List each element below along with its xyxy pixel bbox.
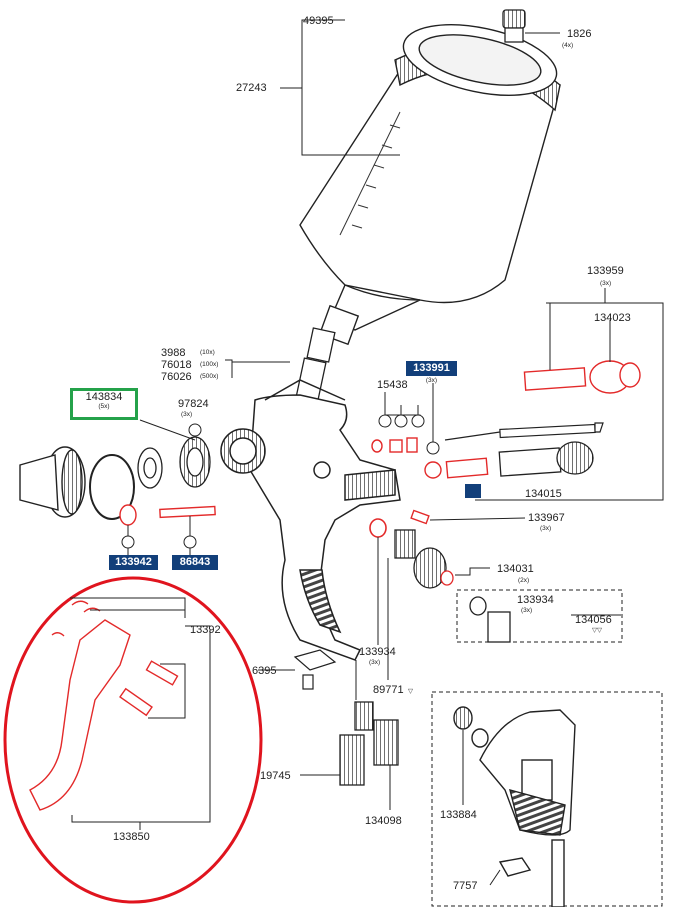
label-76018-qty: (100x): [200, 361, 218, 368]
label-97824: 97824: [178, 398, 209, 410]
label-133934-a: 133934: [517, 594, 554, 606]
tag-133991-number: 133991: [413, 362, 450, 374]
leader-lines: [70, 19, 664, 886]
label-134056: 134056: [575, 614, 612, 626]
tag-86843-number: 86843: [179, 556, 211, 568]
label-76018: 76018: [161, 359, 192, 371]
paint-cup: [299, 24, 561, 346]
part-labels: 49395 1826 (4x) 27243 133959 (3x) 134023…: [113, 15, 631, 892]
tag-86843: 86843: [172, 555, 218, 570]
tag-133991-qty: (3x): [425, 377, 438, 384]
label-1826-qty: (4x): [562, 42, 573, 49]
label-7757: 7757: [453, 880, 477, 892]
cup-vent-knob: [502, 9, 526, 43]
red-highlight-ellipse: [3, 576, 263, 904]
label-97824-qty: (3x): [181, 411, 192, 418]
red-parts-valve: [371, 437, 489, 479]
air-valve: [394, 529, 454, 589]
alt-handle: [453, 706, 576, 908]
label-134098: 134098: [365, 815, 402, 827]
kit-134056-box: [456, 589, 623, 643]
tag-133991: 133991 (3x): [406, 361, 457, 384]
label-15438: 15438: [377, 379, 408, 391]
red-parts-left: [119, 504, 216, 526]
label-133959: 133959: [587, 265, 624, 277]
label-49395: 49395: [303, 15, 334, 27]
label-76026-qty: (500x): [200, 373, 218, 380]
label-134056-mark: ▽▽: [592, 627, 603, 634]
label-3988-qty: (10x): [200, 349, 215, 356]
part-133934-ring: [369, 518, 387, 538]
retaining-ring: [179, 436, 211, 488]
dashed-box-parts: [469, 596, 511, 643]
needle-spring-134023: [523, 360, 641, 394]
air-inlet-134098: [373, 719, 399, 766]
cup-scale-marks: [339, 111, 401, 236]
label-134015: 134015: [525, 488, 562, 500]
label-133967-qty: (3x): [540, 525, 551, 532]
tag-square-marker: [465, 484, 481, 498]
label-133850: 133850: [113, 831, 150, 843]
label-13392x: 13392: [190, 624, 221, 636]
label-76026: 76026: [161, 371, 192, 383]
part-6395: [293, 649, 337, 690]
fluid-needle: [444, 422, 604, 441]
cup-adapter: [295, 327, 336, 403]
label-89771-mark: ▽: [408, 688, 414, 695]
tag-143834-number: 143834: [85, 391, 123, 403]
label-134031: 134031: [497, 563, 534, 575]
fluid-nozzle: [137, 447, 163, 489]
tag-143834-qty: (5x): [98, 403, 110, 410]
air-inlet-19745: [339, 734, 365, 786]
label-27243: 27243: [236, 82, 267, 94]
label-1826: 1826: [567, 28, 591, 40]
label-6395: 6395: [252, 665, 276, 677]
label-133967: 133967: [528, 512, 565, 524]
gun-body: [220, 379, 401, 661]
trigger-kit: [29, 600, 179, 811]
air-cap: [19, 446, 86, 518]
part-133967-red: [410, 509, 430, 525]
label-133884: 133884: [440, 809, 477, 821]
tag-143834: 143834 (5x): [70, 388, 138, 420]
alt-handle-box: [431, 691, 663, 907]
leader-circles: [121, 414, 440, 549]
label-89771: 89771: [373, 684, 404, 696]
fluid-knob-134015: [498, 441, 594, 477]
adapter-89771: [354, 701, 374, 731]
air-cap-ring: [89, 454, 135, 520]
label-133934-b-qty: (3x): [369, 659, 380, 666]
label-3988: 3988: [161, 347, 185, 359]
label-134023: 134023: [594, 312, 631, 324]
label-19745: 19745: [260, 770, 291, 782]
label-134031-qty: (2x): [518, 577, 529, 584]
tag-133942: 133942: [109, 555, 158, 570]
label-133934-a-qty: (3x): [521, 607, 532, 614]
label-133959-qty: (3x): [600, 280, 611, 287]
label-133934-b: 133934: [359, 646, 396, 658]
tag-133942-number: 133942: [115, 556, 152, 568]
